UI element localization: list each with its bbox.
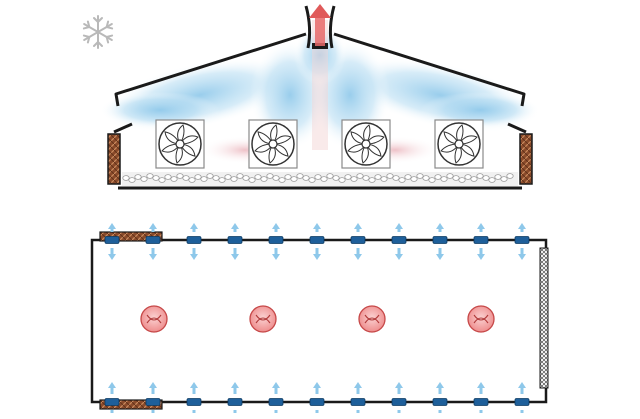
side-inlet-icon <box>227 382 243 413</box>
side-inlet-icon <box>391 382 407 413</box>
fan-icon <box>248 119 298 169</box>
side-inlet-icon <box>514 223 530 260</box>
cooling-pad-icon <box>99 231 163 242</box>
fan-icon <box>467 305 495 333</box>
side-inlet-icon <box>473 223 489 260</box>
snowflake-icon <box>81 15 115 49</box>
cooling-pad-icon <box>99 399 163 410</box>
fan-icon <box>434 119 484 169</box>
house-section-outline <box>113 32 527 190</box>
side-inlet-icon <box>391 223 407 260</box>
side-inlet-icon <box>227 223 243 260</box>
side-inlet-icon <box>145 223 161 260</box>
fan-icon <box>155 119 205 169</box>
floor-birds <box>122 172 518 186</box>
side-inlet-icon <box>104 223 120 260</box>
fan-icon <box>140 305 168 333</box>
end-wall-mesh <box>539 247 549 389</box>
side-inlet-icon <box>268 382 284 413</box>
side-inlet-icon <box>186 223 202 260</box>
side-inlet-icon <box>514 382 530 413</box>
cooling-pad-icon <box>107 133 121 185</box>
side-inlet-icon <box>432 382 448 413</box>
side-inlet-icon <box>350 223 366 260</box>
cooling-pad-icon <box>519 133 533 185</box>
side-inlet-icon <box>309 223 325 260</box>
exhaust-arrow <box>309 4 331 46</box>
fan-icon <box>341 119 391 169</box>
side-inlet-icon <box>350 382 366 413</box>
side-inlet-icon <box>432 223 448 260</box>
side-inlet-icon <box>473 382 489 413</box>
fan-icon <box>358 305 386 333</box>
side-inlet-icon <box>268 223 284 260</box>
side-inlet-icon <box>145 382 161 413</box>
side-inlet-icon <box>104 382 120 413</box>
side-inlet-icon <box>186 382 202 413</box>
fan-icon <box>249 305 277 333</box>
side-inlet-icon <box>309 382 325 413</box>
